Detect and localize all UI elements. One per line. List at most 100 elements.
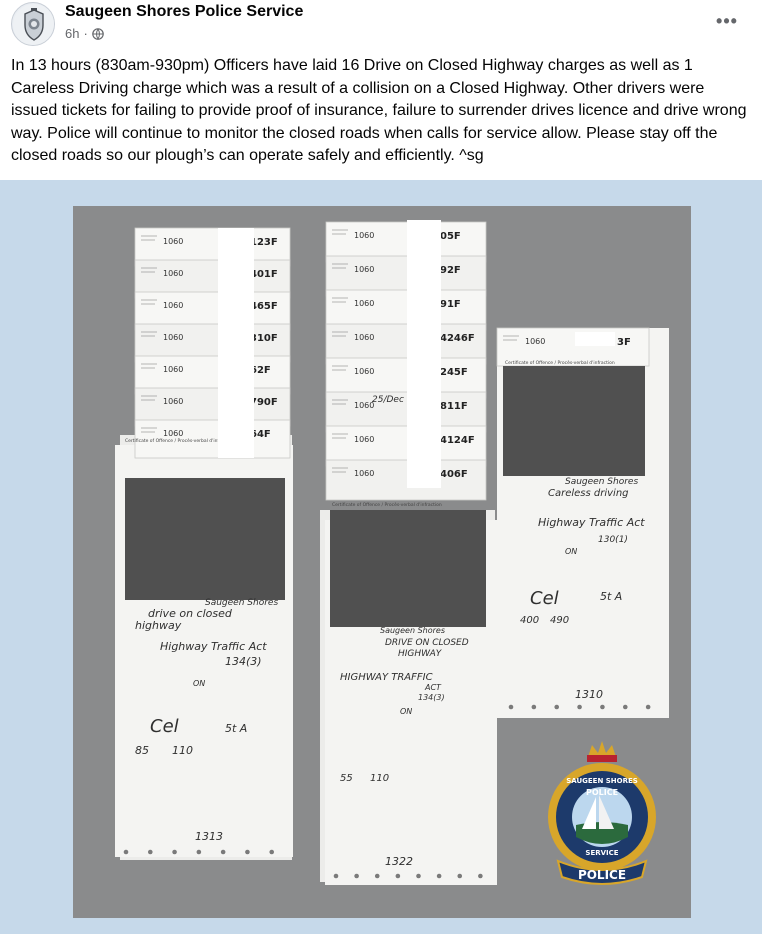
more-options-icon[interactable]: •••	[716, 10, 738, 31]
handwriting: Saugeen Shores	[565, 477, 638, 487]
handwriting: Cel	[150, 716, 179, 737]
ticket-code: 1060	[163, 429, 183, 438]
handwriting: 110	[370, 773, 389, 784]
handwriting: Saugeen Shores	[380, 626, 445, 635]
ticket-number: 401F	[250, 269, 278, 280]
ticket-code: 1060	[163, 397, 183, 406]
handwriting: ON	[193, 679, 205, 688]
handwriting: highway	[135, 619, 182, 632]
handwriting: Saugeen Shores	[205, 598, 278, 608]
perforation-hole	[220, 849, 226, 855]
post-header: Saugeen Shores Police Service 6h · •••	[0, 0, 762, 50]
perforation-hole	[269, 849, 275, 855]
handwriting: ON	[400, 707, 412, 716]
redaction-strip	[407, 220, 441, 488]
handwriting: 1310	[575, 688, 603, 701]
handwriting: 5t A	[600, 590, 622, 603]
police-crest-icon	[13, 4, 54, 45]
ticket-number: 310F	[250, 333, 278, 344]
ticket-code: 1060	[354, 231, 374, 240]
ticket-number: 4246F	[440, 333, 475, 344]
ticket-number: 62F	[250, 365, 271, 376]
ticket-code: 1060	[354, 435, 374, 444]
perforation-hole	[457, 873, 463, 879]
ticket-stub	[134, 419, 291, 459]
ticket-code: 1060	[163, 333, 183, 342]
ticket-stub	[496, 327, 650, 367]
handwriting: 400	[520, 615, 539, 626]
handwriting: 1313	[195, 830, 223, 843]
redaction-strip	[575, 332, 615, 346]
redaction-block	[330, 510, 486, 627]
svg-text:POLICE: POLICE	[578, 868, 626, 882]
meta-separator: ·	[83, 26, 88, 41]
svg-text:POLICE: POLICE	[586, 788, 618, 797]
ticket-number: 790F	[250, 397, 278, 408]
ticket-code: 1060	[354, 333, 374, 342]
perforation-hole	[354, 873, 359, 879]
form-title: Certificate of Offence / Procès-verbal d…	[332, 501, 442, 508]
handwriting: Careless driving	[548, 488, 629, 499]
svg-text:SAUGEEN SHORES: SAUGEEN SHORES	[566, 777, 638, 785]
ticket-stub	[325, 425, 487, 467]
ticket-number: 406F	[440, 469, 468, 480]
handwriting: Highway Traffic Act	[538, 516, 645, 529]
svg-text:SERVICE: SERVICE	[585, 849, 618, 857]
ticket-code: 1060	[354, 367, 374, 376]
author-name[interactable]: Saugeen Shores Police Service	[65, 3, 304, 20]
ticket-stub	[325, 289, 487, 331]
handwriting: 490	[550, 615, 569, 626]
form-title: Certificate of Offence / Procès-verbal d…	[125, 437, 235, 444]
ticket-code: 1060	[525, 337, 545, 346]
perforation-hole	[600, 704, 605, 710]
post-meta: 6h ·	[65, 26, 104, 41]
globe-icon[interactable]	[92, 27, 104, 40]
perforation-hole	[333, 873, 339, 879]
perforation-hole	[478, 873, 483, 879]
handwriting: 55	[340, 773, 353, 784]
ticket-stub	[325, 357, 487, 399]
ticket-code: 1060	[163, 269, 183, 278]
ticket-number: 92F	[440, 265, 461, 276]
ticket-stack-middle: 1060 05F 1060 92F 1060 91F 1060 4246F 1060 245F 10…	[320, 220, 497, 885]
ticket-code: 1060	[354, 299, 374, 308]
redaction-block	[503, 366, 645, 476]
ticket-number: 245F	[440, 367, 468, 378]
handwriting: DRIVE ON CLOSED	[385, 638, 469, 648]
perforation-hole	[172, 849, 177, 855]
ticket-number: 811F	[440, 401, 468, 412]
perforation-hole	[531, 704, 537, 710]
handwriting: 134(3)	[225, 655, 262, 668]
ticket-stub	[325, 255, 487, 297]
redaction-strip	[218, 228, 254, 458]
ticket-code: 1060	[354, 469, 374, 478]
ticket-stub	[325, 323, 487, 365]
ticket-code: 1060	[163, 365, 183, 374]
perforation-hole	[508, 704, 514, 710]
handwriting: HIGHWAY TRAFFIC	[340, 672, 433, 683]
handwriting: 5t A	[225, 722, 247, 735]
ticket-stub	[325, 459, 487, 501]
post-text: In 13 hours (830am-930pm) Officers have …	[11, 57, 747, 164]
handwriting: 1322	[385, 855, 413, 868]
perforation-hole	[645, 704, 651, 710]
ticket-number: 4124F	[440, 435, 475, 446]
ticket-number: 123F	[250, 237, 278, 248]
handwriting: 130(1)	[598, 535, 628, 545]
handwriting: ON	[565, 547, 577, 556]
ticket-code: 1060	[354, 265, 374, 274]
post-time[interactable]: 6h	[65, 26, 80, 41]
handwriting: HIGHWAY	[398, 649, 443, 659]
ticket-code: 1060	[163, 301, 183, 310]
ticket-number: 05F	[440, 231, 461, 242]
perforation-hole	[123, 849, 129, 855]
perforation-hole	[436, 873, 442, 879]
page-avatar[interactable]	[11, 2, 55, 46]
redaction-block	[125, 478, 285, 600]
ticket-number: 91F	[440, 299, 461, 310]
perforation-hole	[196, 849, 202, 855]
